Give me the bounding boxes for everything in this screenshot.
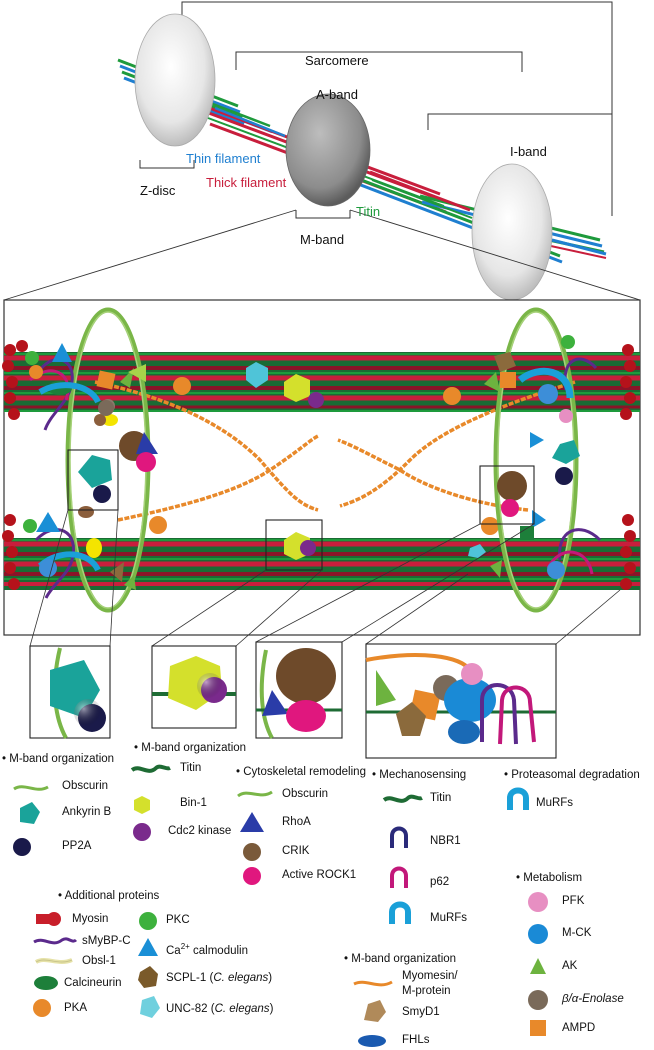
- legend-group-title: • Metabolism: [516, 872, 583, 884]
- legend-group-title: • Proteasomal degradation: [504, 769, 640, 781]
- legend-item: MuRFs: [536, 797, 574, 809]
- legend-item: CRIK: [282, 845, 310, 857]
- myomesin-node: [173, 377, 191, 395]
- legend-icons: [13, 764, 548, 1047]
- inset-crik: [255, 641, 343, 739]
- right-lower-cluster: [490, 471, 636, 590]
- legend-item: NBR1: [430, 835, 461, 847]
- thick-filament-label: Thick filament: [206, 175, 287, 190]
- ankyrin-cluster: [78, 400, 158, 503]
- legend-item: Obscurin: [62, 780, 109, 792]
- legend-item: β/α-Enolase: [562, 993, 624, 1005]
- legend-item: PFK: [562, 895, 585, 907]
- legend-item: Calcineurin: [64, 977, 122, 989]
- legend-item: PP2A: [62, 840, 92, 852]
- legend-group-title: • Cytoskeletal remodeling: [236, 766, 366, 778]
- left-lower-cluster: [2, 506, 136, 599]
- legend-item: Obsl-1: [82, 955, 116, 967]
- legend-item: UNC-82 (C. elegans): [166, 1003, 274, 1015]
- z-disc-right: [471, 163, 553, 301]
- inset-markers: [67, 449, 535, 571]
- legend-item: FHLs: [402, 1034, 430, 1046]
- legend-item: SmyD1: [402, 1006, 440, 1018]
- zoom-lines-insets: [29, 509, 621, 647]
- myomesin-node: [443, 387, 461, 405]
- legend-item: Myosin: [72, 913, 109, 925]
- legend-item: Cdc2 kinase: [168, 825, 232, 837]
- i-band-label: I-band: [510, 144, 547, 159]
- filament-bundle-front: [214, 106, 607, 256]
- a-band-label: A-band: [316, 87, 358, 102]
- legend-item: Bin-1: [180, 797, 207, 809]
- legend-item: PKA: [64, 1002, 88, 1014]
- z-disc-label: Z-disc: [140, 183, 176, 198]
- sarcomere-bracket: [139, 1, 613, 219]
- legend-item: AMPD: [562, 1022, 596, 1034]
- inset-ankyrin: [29, 645, 111, 739]
- zoom-lines-top: [3, 209, 641, 301]
- legend-item: Titin: [430, 792, 452, 804]
- legend-item: Myomesin/: [402, 970, 458, 982]
- legend-item: M-CK: [562, 927, 592, 939]
- legend-group-title: • M-band organization: [344, 953, 457, 965]
- legend-group-title: • Mechanosensing: [372, 769, 467, 781]
- thin-filament-label: Thin filament: [186, 151, 261, 166]
- legend-item: Active ROCK1: [282, 869, 357, 881]
- legend-item: SCPL-1 (C. elegans): [166, 972, 273, 984]
- m-disc: [285, 93, 371, 207]
- myomesin-strands: [94, 380, 576, 522]
- legend-group-title: • Additional proteins: [58, 890, 160, 902]
- right-upper-cluster: [484, 335, 636, 485]
- legend-item: Obscurin: [282, 788, 329, 800]
- legend-item: M-protein: [402, 985, 451, 997]
- legend-item: p62: [430, 876, 450, 888]
- legend-item: RhoA: [282, 816, 311, 828]
- m-band-label: M-band: [300, 232, 345, 247]
- legend-item: AK: [562, 960, 578, 972]
- inset-bin1: [151, 645, 237, 729]
- main-panel-content: [2, 307, 640, 613]
- legend-item: Titin: [180, 762, 202, 774]
- legend-item: Ankyrin B: [62, 806, 112, 818]
- legend-item: sMyBP-C: [82, 935, 131, 947]
- inset-metabolism: [365, 643, 557, 759]
- legend-item: Ca2+ calmodulin: [166, 942, 249, 957]
- legend-group-title: • M-band organization: [134, 742, 247, 754]
- sarcomere-label: Sarcomere: [305, 53, 369, 68]
- legend-group-title: • M-band organization: [2, 753, 115, 765]
- myomesin-node: [481, 517, 499, 535]
- myomesin-node: [149, 516, 167, 534]
- legend-item: MuRFs: [430, 912, 468, 924]
- z-disc-left: [134, 13, 216, 147]
- center-proteins: [246, 362, 486, 560]
- titin-label: Titin: [356, 204, 381, 219]
- legend-item: PKC: [166, 914, 190, 926]
